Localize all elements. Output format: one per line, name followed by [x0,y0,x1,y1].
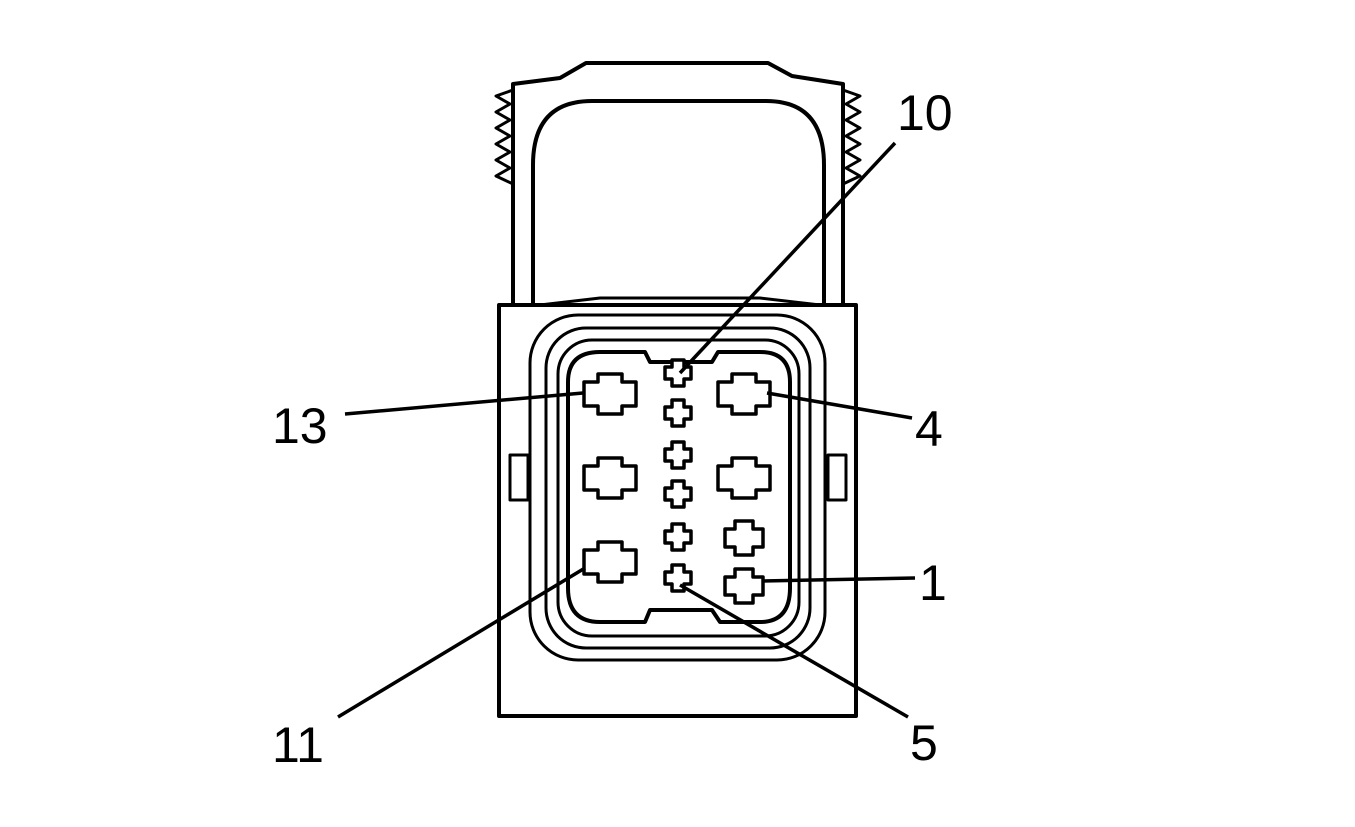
pin-medium-r4 [723,567,765,605]
pin-small-c3 [663,440,693,470]
leader-5 [679,583,909,719]
callout-1: 1 [919,555,947,611]
pin-small-c2 [663,398,693,428]
pin-small-c4 [663,479,693,509]
pin-small-c6 [663,563,693,593]
pin-large-l2 [582,456,638,500]
callout-10: 10 [897,85,953,141]
leader-13 [344,391,584,416]
pin-medium-r3 [723,519,765,557]
callout-5: 5 [910,715,938,771]
pin-large-l1 [582,372,638,416]
callout-4: 4 [915,401,943,457]
pin-large-l3 [582,540,638,584]
pin-large-r1 [716,372,772,416]
callout-11: 11 [272,717,324,773]
connector-housing [497,296,858,718]
leader-10 [678,141,897,375]
callout-13: 13 [272,398,328,454]
pin-cavities [582,358,772,605]
leader-11 [337,566,586,719]
connector-latch [494,61,862,305]
leader-lines [337,141,916,719]
leader-4 [766,391,913,420]
callout-labels: 10 13 4 1 11 5 [272,85,953,773]
pin-small-c5 [663,522,693,552]
leader-1 [761,576,916,583]
pin-large-r2 [716,456,772,500]
